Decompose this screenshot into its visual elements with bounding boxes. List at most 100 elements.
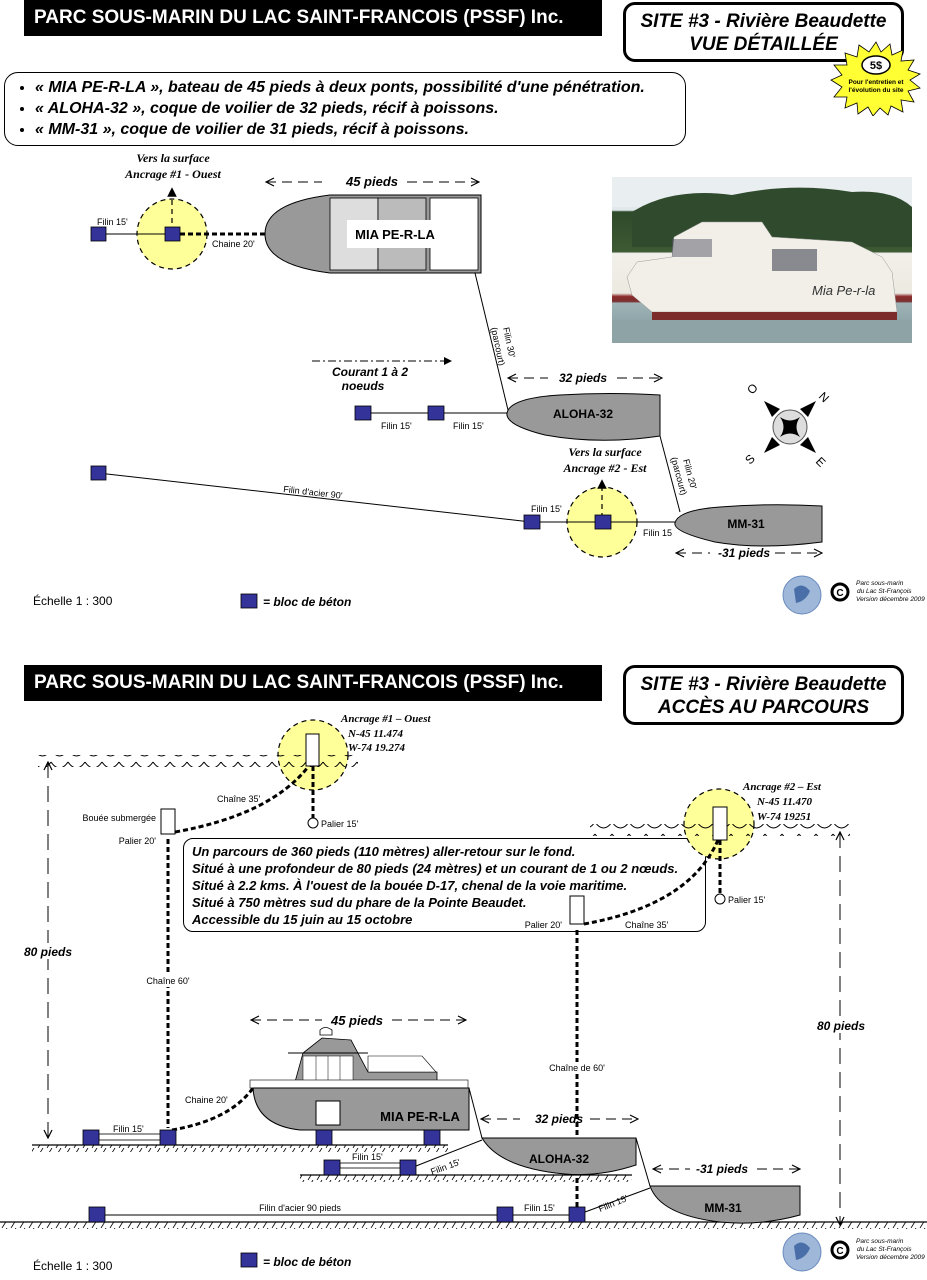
scale-label: Échelle 1 : 300 bbox=[33, 593, 113, 608]
steel-cable bbox=[97, 472, 532, 523]
buoy-label: Bouée submergée bbox=[82, 813, 156, 823]
anchor1-buoy bbox=[305, 733, 320, 767]
info-line: Situé à 750 mètres sud du phare de la Po… bbox=[192, 895, 527, 910]
seabed-hatch bbox=[0, 1222, 927, 1229]
photo-boat-name: Mia Pe-r-la bbox=[812, 283, 875, 298]
compass-arrow-n bbox=[800, 401, 816, 417]
badge-line1: Pour l'entretien et bbox=[849, 79, 905, 86]
current-label-2: noeuds bbox=[342, 379, 385, 393]
price-oval bbox=[861, 55, 891, 75]
concrete-block bbox=[496, 1206, 514, 1223]
info-line: Situé à 2.2 kms. À l'ouest de la bouée D… bbox=[192, 878, 628, 893]
chain-label: Chaîne 60' bbox=[146, 976, 190, 986]
depth-label: 80 pieds bbox=[24, 945, 72, 959]
water-surface-left bbox=[38, 755, 270, 767]
compass-rose: N O S E bbox=[742, 381, 832, 470]
stop-label: Palier 20' bbox=[119, 836, 157, 846]
credit-line: Parc sous-marin bbox=[856, 580, 904, 587]
concrete-block bbox=[523, 514, 541, 530]
submerged-buoy bbox=[569, 895, 585, 925]
credit-line: Version décembre 2009 bbox=[856, 1254, 925, 1261]
legend-label: = bloc de béton bbox=[263, 595, 351, 609]
vessel-list: « MIA PE-R-LA », bateau de 45 pieds à de… bbox=[4, 72, 686, 146]
credit-line: Version décembre 2009 bbox=[856, 596, 925, 603]
mm31-hull-profile bbox=[649, 1185, 801, 1224]
steel-cable-label: Filin d'acier 90' bbox=[283, 484, 343, 501]
legend-block bbox=[240, 1252, 258, 1268]
compass-e: E bbox=[813, 454, 829, 470]
anchor1-line1: Vers la surface bbox=[136, 151, 210, 165]
length-label: -31 pieds bbox=[718, 546, 770, 560]
credit-line: du Lac St-François bbox=[857, 1246, 912, 1253]
site-title-box-bottom: SITE #3 - Rivière Beaudette ACCÈS AU PAR… bbox=[623, 665, 904, 725]
legend-label: = bloc de béton bbox=[263, 1255, 351, 1269]
depth-label: 80 pieds bbox=[817, 1019, 865, 1033]
svg-text:C: C bbox=[836, 1246, 843, 1257]
compass-arrow-o bbox=[764, 401, 780, 417]
badge-line2: l'évolution du site bbox=[849, 87, 904, 94]
site-info-box: Un parcours de 360 pieds (110 mètres) al… bbox=[183, 838, 706, 932]
chain-label-bg bbox=[140, 975, 198, 987]
boat-photo-drawing: Mia Pe-r-la bbox=[612, 177, 912, 343]
course-line bbox=[474, 272, 509, 411]
concrete-block bbox=[90, 226, 107, 242]
chain-label-bg bbox=[543, 1062, 611, 1074]
concrete-block bbox=[427, 405, 445, 421]
scale-label: Échelle 1 : 300 bbox=[33, 1258, 113, 1273]
site-title-box-top: SITE #3 - Rivière Beaudette VUE DÉTAILLÉ… bbox=[623, 2, 904, 62]
top-site-diagram: Vers la surface Ancrage #1 - Ouest Filin… bbox=[33, 151, 925, 615]
concrete-block bbox=[423, 1129, 441, 1146]
stop-marker bbox=[714, 893, 726, 905]
rope-line bbox=[415, 1139, 483, 1167]
anchor2-line2: Ancrage #2 - Est bbox=[562, 461, 647, 475]
aloha-label: ALOHA-32 bbox=[529, 1152, 589, 1166]
chain-curve bbox=[171, 1087, 255, 1132]
concrete-block bbox=[88, 1206, 106, 1223]
chain-curve bbox=[174, 766, 310, 834]
depth-label-bg bbox=[812, 1017, 870, 1033]
anchor2-lon: W-74 19251 bbox=[757, 811, 811, 823]
view-title: ACCÈS AU PARCOURS bbox=[657, 697, 870, 718]
mia-label: MIA PE-R-LA bbox=[380, 1109, 460, 1124]
rope-pipe bbox=[98, 1133, 162, 1141]
steel-cable-label: Filin d'acier 90 pieds bbox=[259, 1203, 341, 1213]
pssf-logo bbox=[782, 1232, 822, 1272]
depth-label-bg bbox=[20, 943, 80, 959]
rope-label: Filin 15' bbox=[453, 421, 484, 431]
chain-label: Chaine 20' bbox=[212, 239, 255, 249]
concrete-block bbox=[354, 405, 372, 421]
stop-label: Palier 15' bbox=[321, 819, 359, 829]
anchor2-buoy bbox=[712, 806, 728, 841]
anchor1-lon: W-74 19.274 bbox=[348, 742, 406, 754]
aloha-label: ALOHA-32 bbox=[553, 407, 613, 421]
rope-label: Filin 15' bbox=[113, 1124, 144, 1134]
seabed-hatch bbox=[32, 1145, 448, 1152]
length-label: 32 pieds bbox=[535, 1112, 583, 1126]
length-label: 45 pieds bbox=[345, 174, 398, 189]
svg-text:C: C bbox=[836, 588, 843, 599]
concrete-block bbox=[594, 514, 612, 530]
mm31-hull-top bbox=[674, 504, 823, 547]
anchor1-lat: N-45 11.474 bbox=[347, 728, 404, 740]
compass-n: N bbox=[816, 389, 832, 405]
anchor2-lat: N-45 11.470 bbox=[756, 796, 813, 808]
concrete-block bbox=[159, 1129, 177, 1146]
compass-s: S bbox=[742, 452, 758, 468]
length-label: -31 pieds bbox=[696, 1162, 748, 1176]
info-line: Accessible du 15 juin au 15 octobre bbox=[192, 912, 413, 927]
length-label: 45 pieds bbox=[330, 1013, 383, 1028]
compass-o: O bbox=[744, 381, 761, 398]
course-line bbox=[468, 1087, 483, 1139]
rope-label: Filin 15' bbox=[429, 1157, 462, 1177]
concrete-block bbox=[323, 1159, 341, 1176]
mm31-label: MM-31 bbox=[727, 517, 765, 531]
stop-label: Palier 20' bbox=[525, 920, 563, 930]
chain-label: Chaine 20' bbox=[185, 1095, 228, 1105]
view-title: VUE DÉTAILLÉE bbox=[689, 34, 838, 55]
mia-profile bbox=[249, 1027, 470, 1131]
chain-curve bbox=[583, 839, 720, 926]
legend-block bbox=[240, 593, 258, 609]
mia-hatch-window bbox=[315, 1100, 341, 1126]
rope-label: Filin 15' bbox=[597, 1193, 630, 1214]
rope-label: Filin 15' bbox=[531, 504, 562, 514]
